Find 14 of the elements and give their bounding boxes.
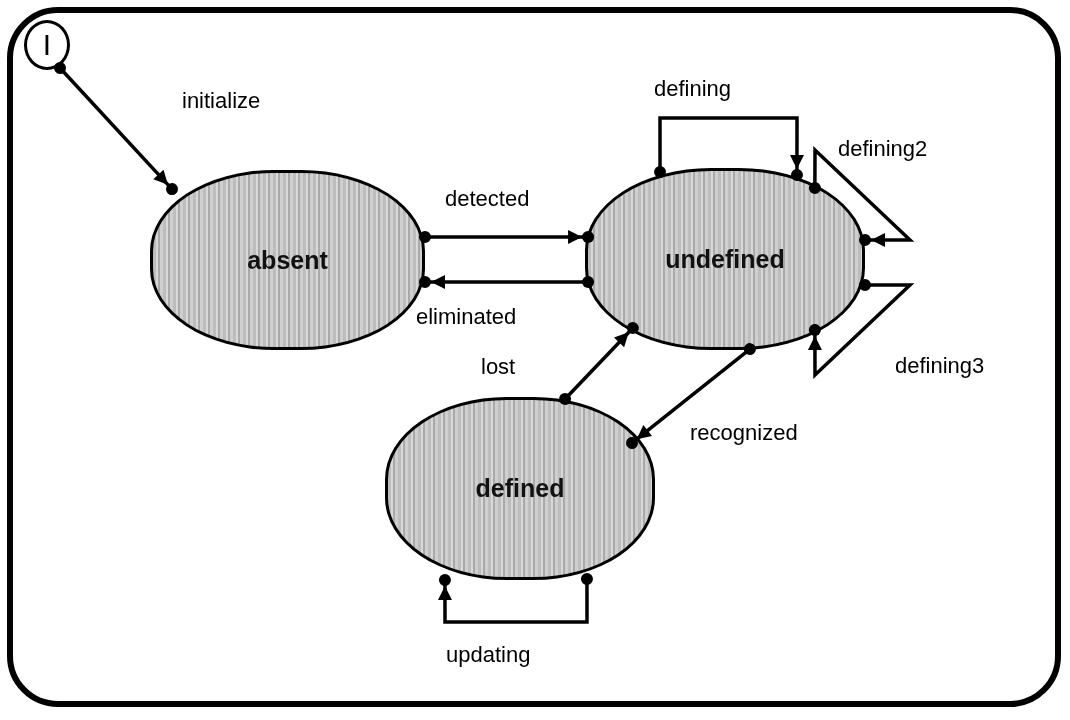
arrow [54, 62, 178, 196]
start-circle [24, 20, 70, 70]
state-name: undefined [665, 244, 785, 274]
arrow [437, 573, 593, 624]
arrow [559, 322, 639, 405]
start-symbol: I [42, 28, 52, 62]
arrow [419, 230, 595, 244]
arrow [654, 116, 804, 181]
state-name: defined [475, 474, 565, 503]
arrow [419, 274, 595, 289]
arrow [807, 279, 915, 380]
state-name: absent [247, 245, 328, 275]
arrow [808, 145, 915, 248]
arrow [626, 343, 756, 449]
